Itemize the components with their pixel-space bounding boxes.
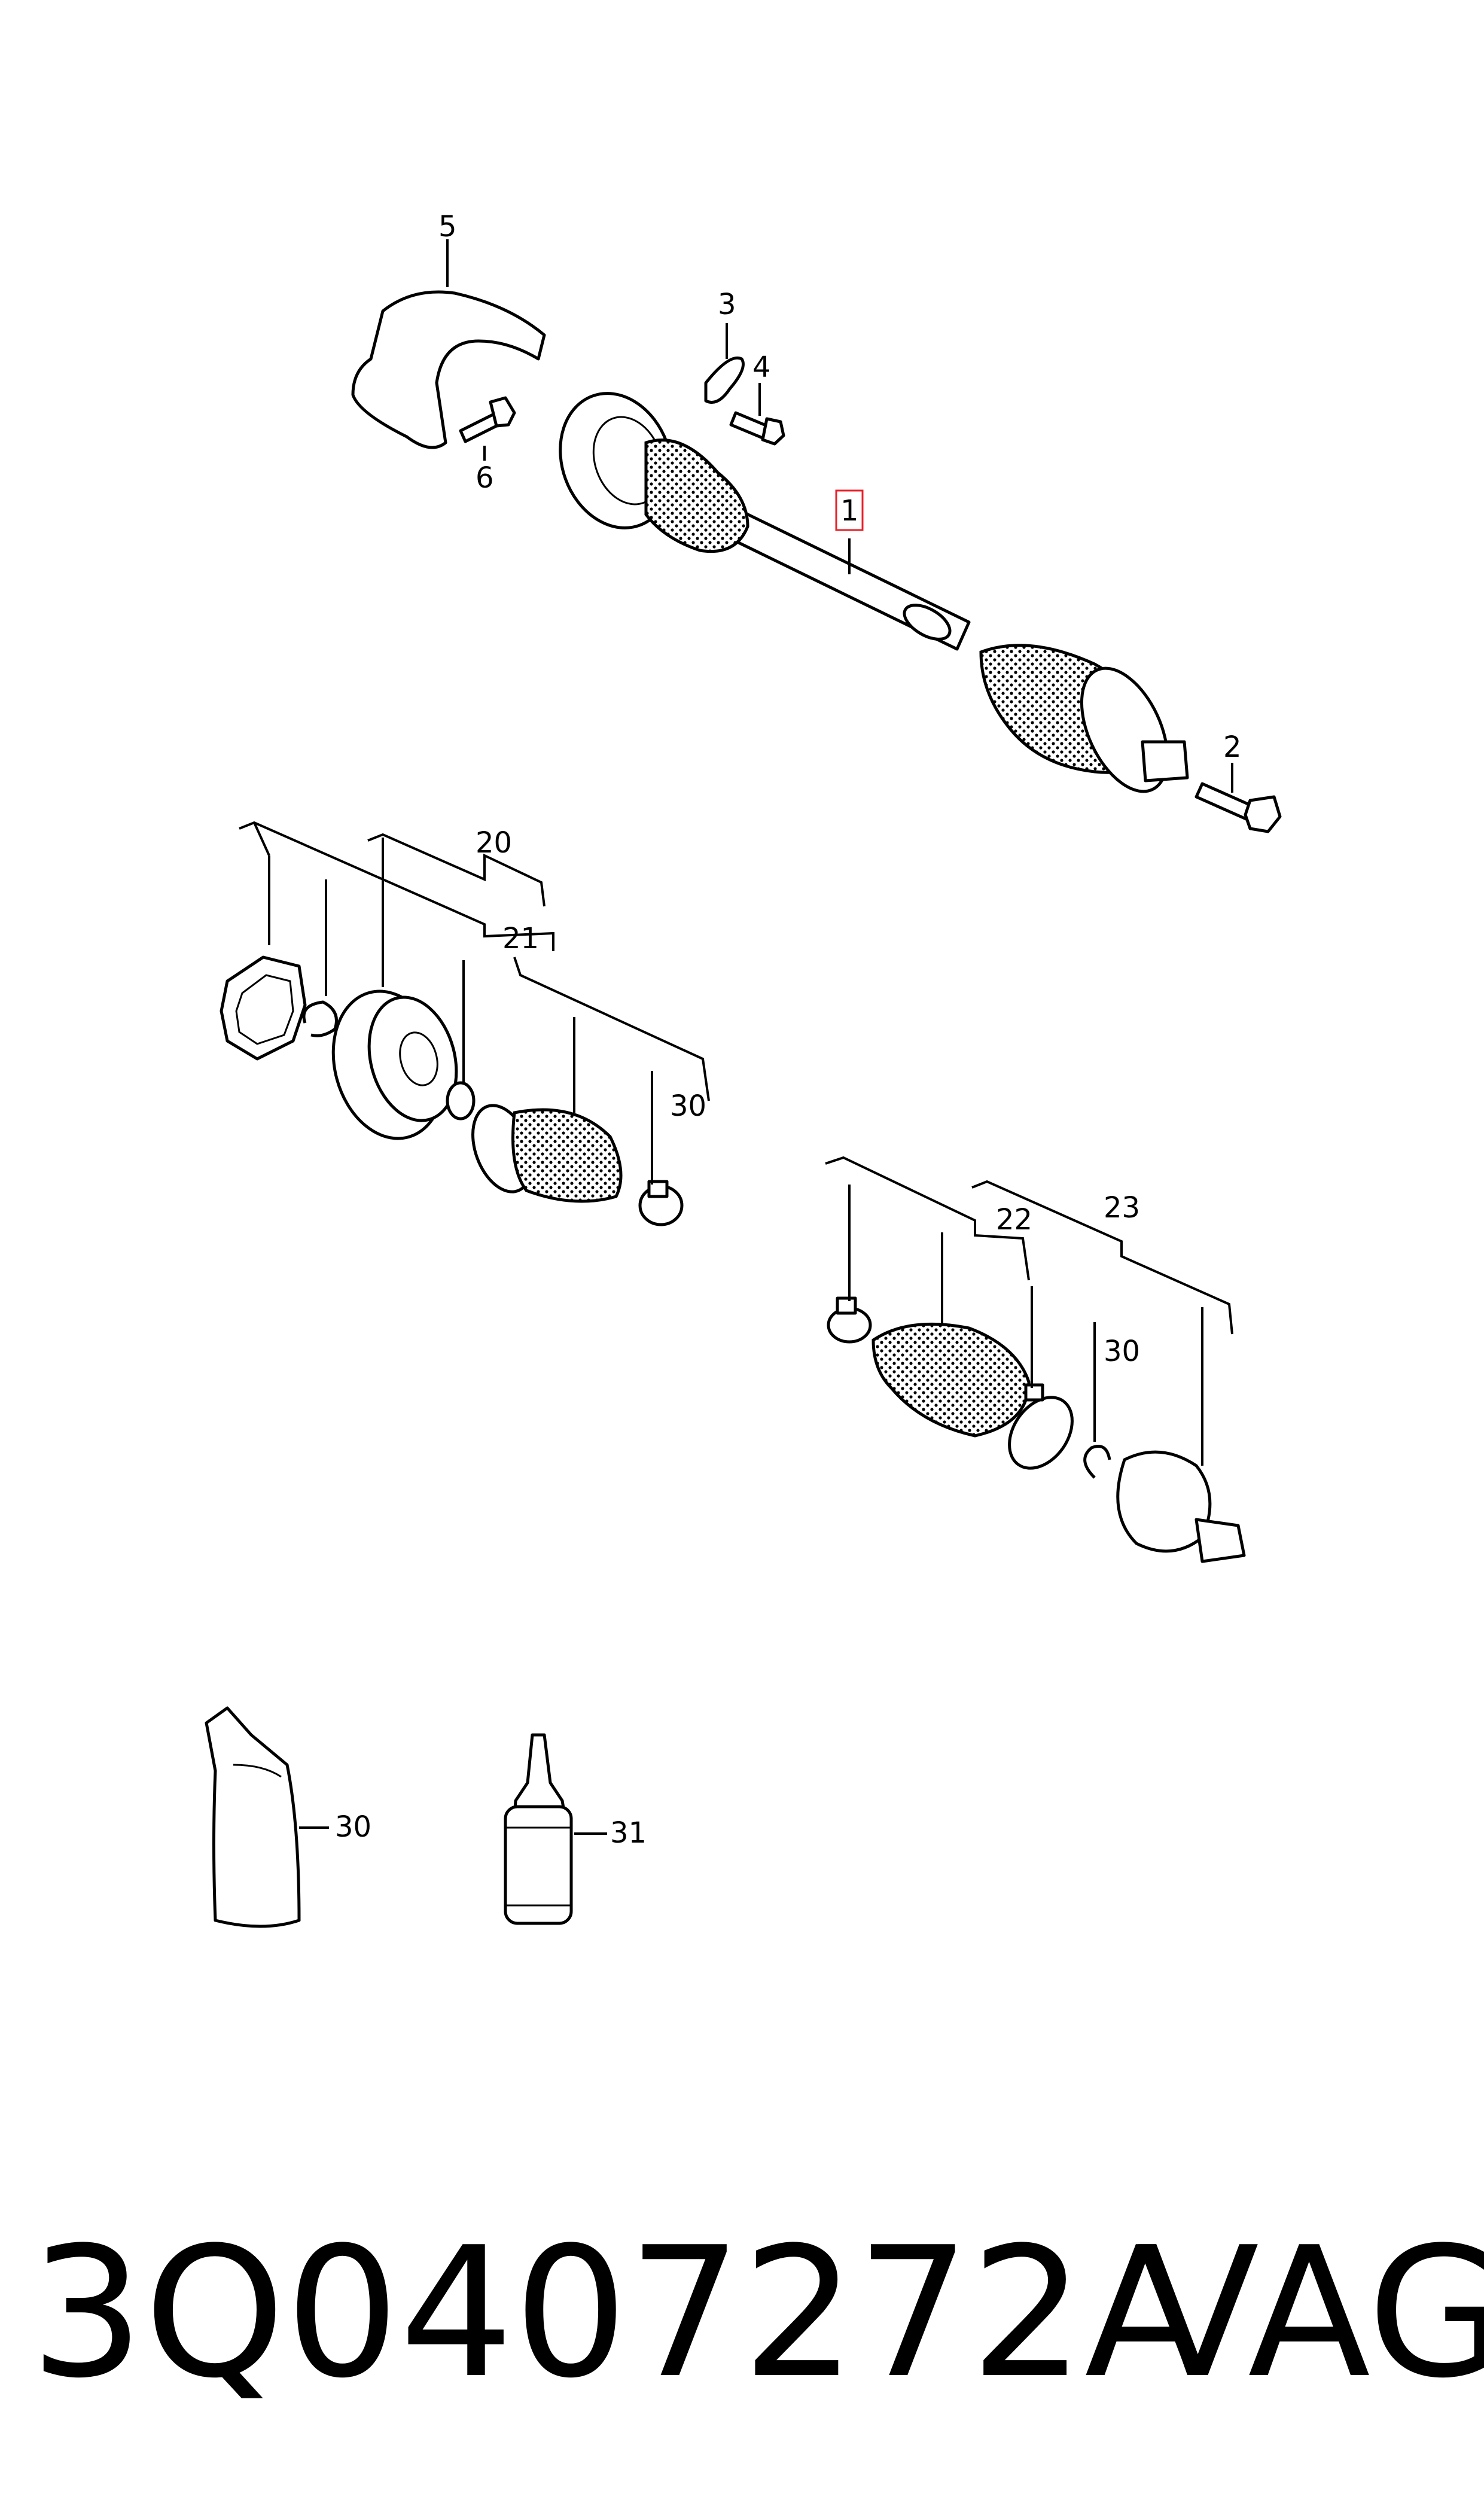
callout-1: 1 bbox=[840, 494, 859, 528]
callout-30-inner: 30 bbox=[670, 1089, 706, 1123]
callout-21: 21 bbox=[502, 922, 539, 955]
callout-23: 23 bbox=[1104, 1191, 1140, 1225]
part-number: 3Q0407272A bbox=[30, 2209, 1208, 2417]
lock-plate-3 bbox=[704, 356, 745, 404]
callout-4: 4 bbox=[752, 351, 771, 384]
callout-30-grease: 30 bbox=[335, 1810, 371, 1844]
bolt-4 bbox=[729, 411, 785, 446]
brand-name: VAG bbox=[1136, 2209, 1484, 2417]
bolt-2 bbox=[1194, 782, 1282, 833]
callout-22: 22 bbox=[996, 1203, 1032, 1237]
callout-20: 20 bbox=[476, 826, 512, 860]
grease-tube bbox=[205, 1706, 301, 1928]
callout-2: 2 bbox=[1223, 730, 1242, 764]
callout-1-highlight bbox=[835, 489, 864, 531]
inner-joint-kit bbox=[220, 955, 684, 1226]
callout-31: 31 bbox=[610, 1816, 647, 1850]
callout-5: 5 bbox=[438, 210, 457, 243]
callout-6: 6 bbox=[476, 461, 494, 495]
bolt-6 bbox=[459, 396, 516, 443]
heat-shield-5 bbox=[351, 290, 546, 449]
callout-30-outer: 30 bbox=[1104, 1335, 1140, 1368]
sealant-bottle bbox=[504, 1733, 573, 1925]
outer-joint-kit bbox=[827, 1296, 1246, 1563]
drive-shaft bbox=[559, 392, 1189, 793]
callout-3: 3 bbox=[718, 288, 736, 321]
leader-lines bbox=[239, 239, 1233, 1835]
